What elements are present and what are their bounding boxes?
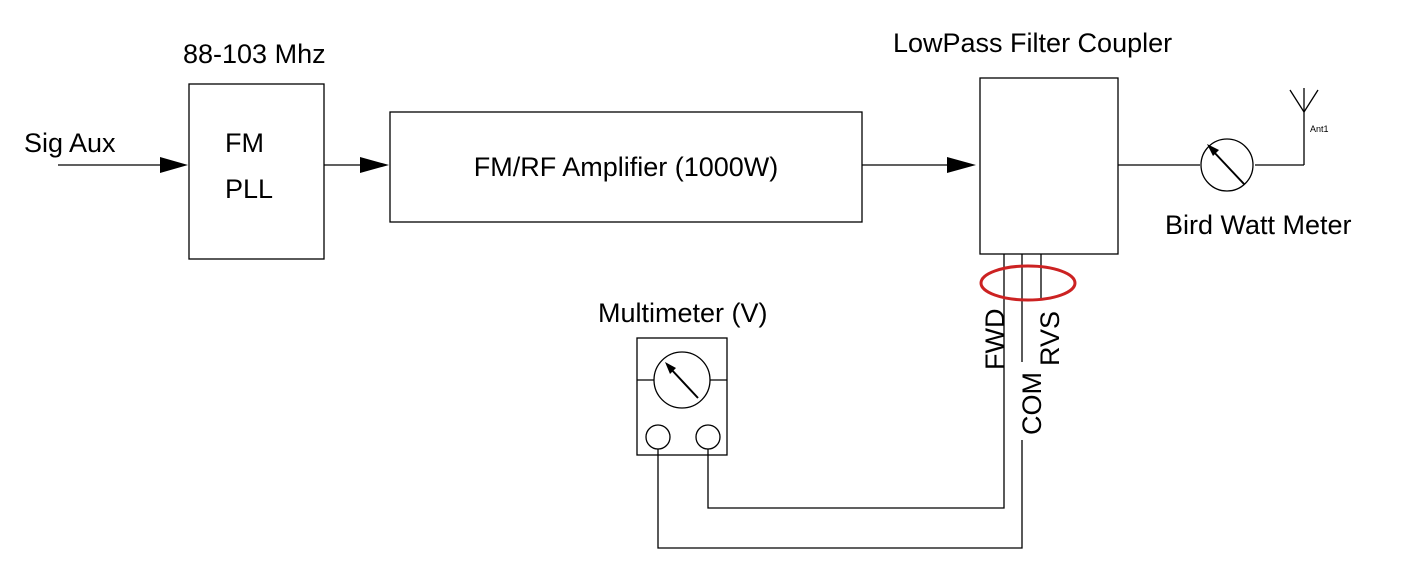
frequency-label: 88-103 Mhz xyxy=(183,39,326,69)
coupler-to-meter-wire xyxy=(1118,112,1305,166)
coupler-label: LowPass Filter Coupler xyxy=(893,28,1172,58)
tap-highlight-ellipse xyxy=(979,264,1077,302)
fm-pll-block xyxy=(188,83,325,260)
bird-watt-meter xyxy=(1200,138,1254,192)
rvs-label: RVS xyxy=(1035,311,1065,366)
meter-leads xyxy=(657,300,1023,549)
sig-aux-label: Sig Aux xyxy=(24,128,116,158)
coupler-block xyxy=(979,77,1119,255)
coupler-taps xyxy=(1003,254,1042,362)
multimeter xyxy=(636,337,728,456)
fwd-label: FWD xyxy=(980,309,1010,370)
fm-pll-label-line2: PLL xyxy=(225,174,273,204)
antenna-icon xyxy=(1289,88,1319,113)
watt-meter-label: Bird Watt Meter xyxy=(1165,210,1352,240)
amplifier-label: FM/RF Amplifier (1000W) xyxy=(474,152,779,182)
multimeter-label: Multimeter (V) xyxy=(598,298,768,328)
amplifier-block xyxy=(389,111,863,223)
sig-aux-input xyxy=(58,157,188,173)
com-label: COM xyxy=(1017,372,1047,435)
amp-to-coupler-wire xyxy=(862,157,976,173)
antenna-label: Ant1 xyxy=(1310,124,1329,134)
fm-pll-label-line1: FM xyxy=(225,128,264,158)
pll-to-amp-wire xyxy=(324,157,389,173)
